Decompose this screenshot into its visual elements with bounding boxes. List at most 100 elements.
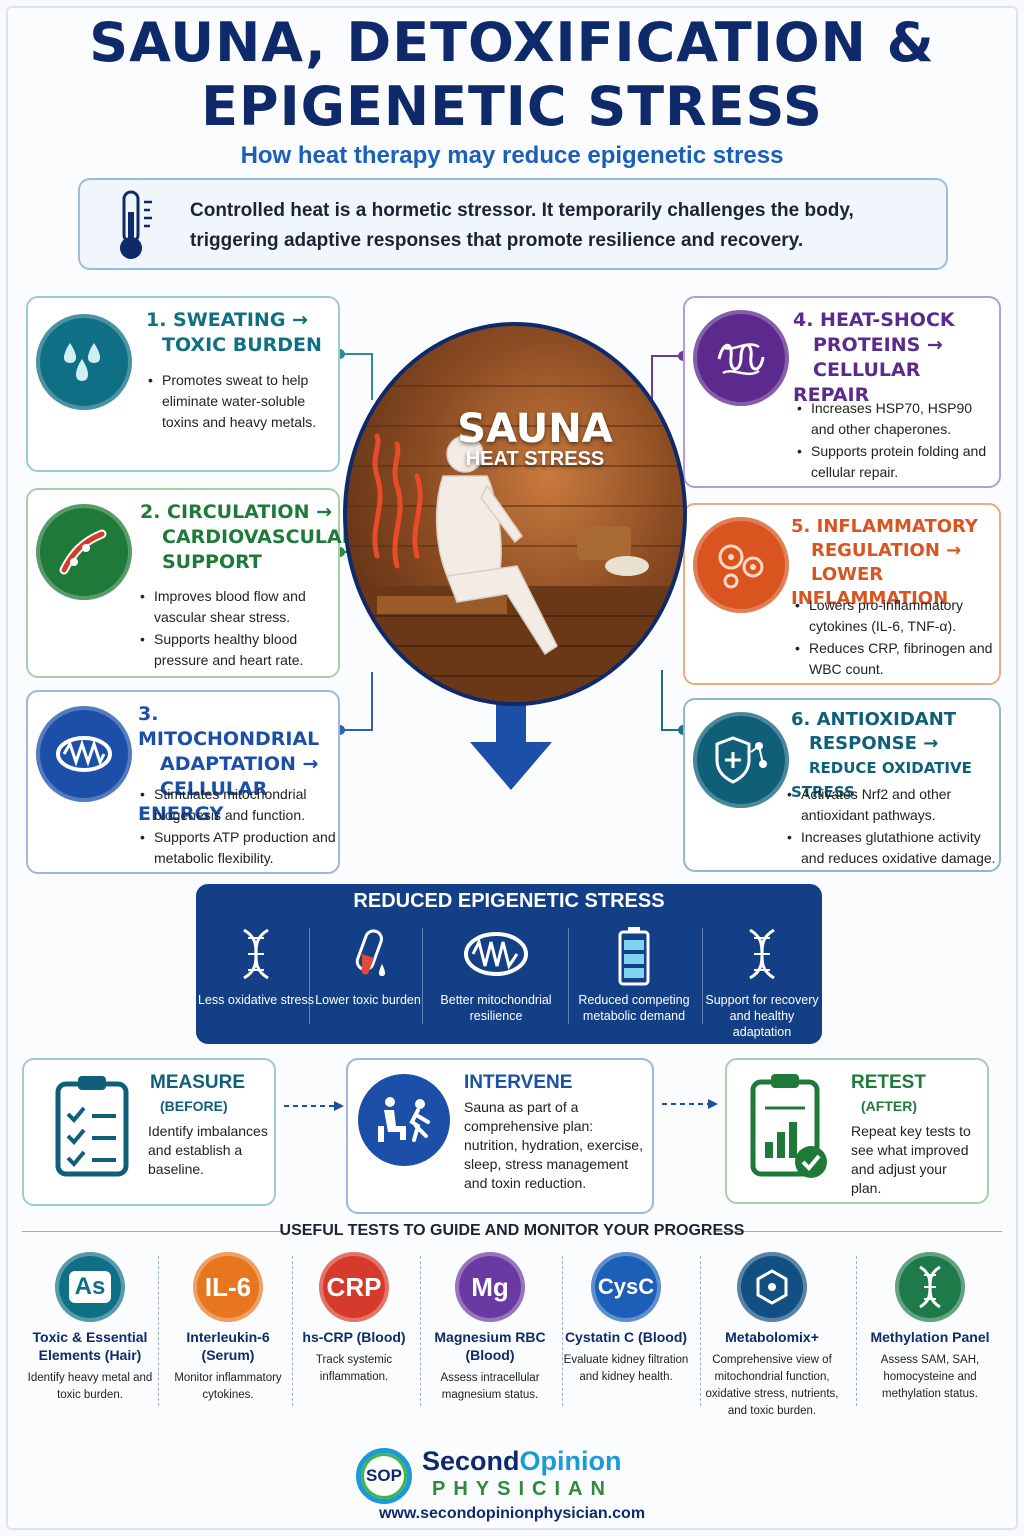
card-title: 2. CIRCULATION →	[140, 501, 333, 523]
test-name: Interleukin-6 (Serum)	[186, 1329, 270, 1363]
test-desc: Identify heavy metal and toxic burden.	[27, 1372, 153, 1401]
dna-icon	[749, 928, 775, 980]
divider	[700, 1256, 701, 1406]
card-bullet: Activates Nrf2 and other antioxidant pat…	[787, 784, 1001, 826]
reduced-item-label: Less oxidative stress	[197, 993, 315, 1007]
divider	[562, 1256, 563, 1406]
test-name: Methylation Panel	[870, 1329, 990, 1345]
card-title: REGULATION →	[811, 540, 962, 561]
divider	[292, 1256, 293, 1406]
divider	[568, 928, 569, 1024]
card-bullet: Increases glutathione activity and reduc…	[787, 827, 1001, 869]
blood-vessel-icon	[36, 504, 132, 600]
reduced-item: Reduced competing metabolic demand	[574, 924, 694, 1036]
page-subtitle: How heat therapy may reduce epigenetic s…	[240, 142, 784, 169]
step-text: Sauna as part of a comprehensive plan: n…	[464, 1099, 643, 1191]
card-title: 5. INFLAMMATORY	[791, 516, 978, 537]
sop-logo-icon: SOP	[356, 1448, 412, 1504]
protein-icon	[693, 310, 789, 406]
card-bullet: Stimulates mitochondrial biogenesis and …	[140, 784, 336, 826]
mitochondria-icon	[36, 706, 132, 802]
test-name: Magnesium RBC (Blood)	[434, 1329, 546, 1363]
test-item: Methylation Panel Assess SAM, SAH, homoc…	[864, 1252, 996, 1403]
step-intervene: INTERVENE Sauna as part of a comprehensi…	[346, 1058, 654, 1214]
intro-text: Controlled heat is a hormetic stressor. …	[190, 200, 854, 251]
card-title: PROTEINS →	[813, 334, 943, 356]
card-title: 3. MITOCHONDRIAL	[138, 703, 320, 750]
step-title: MEASURE	[150, 1072, 246, 1093]
reduced-item-label: Lower toxic burden	[315, 993, 421, 1007]
page-title-line1: SAUNA, DETOXIFICATION &	[89, 11, 935, 74]
magnesium-badge-icon: Mg	[455, 1252, 525, 1322]
test-item: IL-6 Interleukin-6 (Serum) Monitor infla…	[162, 1252, 294, 1404]
sauna-exercise-icon	[358, 1074, 450, 1166]
test-badge: As	[68, 1271, 112, 1303]
test-name: Toxic & Essential Elements (Hair)	[32, 1329, 148, 1363]
reduced-item: Less oxidative stress	[196, 924, 316, 1036]
sauna-illustration: SAUNA HEAT STRESS	[343, 322, 687, 706]
crp-badge-icon: CRP	[319, 1252, 389, 1322]
intro-box: Controlled heat is a hormetic stressor. …	[78, 178, 948, 270]
clipboard-chart-icon	[750, 1074, 827, 1178]
website-link[interactable]: www.secondopinionphysician.com	[378, 1505, 646, 1522]
reduced-item: Better mitochondrial resilience	[436, 924, 556, 1036]
test-badge: Mg	[471, 1271, 509, 1302]
card-title: 4. HEAT-SHOCK	[793, 309, 955, 331]
test-item: CysC Cystatin C (Blood) Evaluate kidney …	[560, 1252, 692, 1386]
divider	[716, 1231, 1002, 1232]
test-item: CRP hs-CRP (Blood) Track systemic inflam…	[288, 1252, 420, 1386]
reduced-item-label: Support for recovery and healthy adaptat…	[705, 993, 819, 1039]
test-badge: IL-6	[204, 1271, 252, 1302]
test-tube-icon	[355, 929, 385, 976]
test-name: hs-CRP (Blood)	[302, 1329, 406, 1345]
card-bullet: Reduces CRP, fibrinogen and WBC count.	[795, 638, 995, 680]
divider	[420, 1256, 421, 1406]
test-desc: Comprehensive view of mitochondrial func…	[705, 1354, 839, 1417]
sauna-scene	[347, 385, 683, 702]
antioxidant-shield-icon	[693, 712, 789, 808]
card-bullet: Improves blood flow and vascular shear s…	[140, 586, 336, 628]
card-bullet: Supports protein folding and cellular re…	[797, 441, 993, 483]
test-desc: Evaluate kidney filtration and kidney he…	[563, 1354, 689, 1383]
water-drops-icon	[36, 314, 132, 410]
card-title: ADAPTATION →	[160, 753, 319, 775]
brand-subname: PHYSICIAN	[432, 1478, 613, 1500]
step-title: INTERVENE	[464, 1072, 573, 1093]
card-bullet: Supports ATP production and metabolic fl…	[140, 827, 336, 869]
reduced-item-label: Better mitochondrial resilience	[440, 993, 552, 1023]
test-badge: CRP	[326, 1271, 382, 1302]
test-item: As Toxic & Essential Elements (Hair) Ide…	[24, 1252, 156, 1404]
step-retest: RETEST (AFTER) Repeat key tests to see w…	[725, 1058, 989, 1204]
step-text: Identify imbalances and establish a base…	[148, 1123, 268, 1177]
sauna-title: SAUNA	[457, 406, 613, 452]
reduced-item-label: Reduced competing metabolic demand	[578, 993, 690, 1023]
test-desc: Assess SAM, SAH, homocysteine and methyl…	[880, 1354, 980, 1400]
card-bullet: Supports healthy blood pressure and hear…	[140, 629, 336, 671]
sauna-subtitle: HEAT STRESS	[465, 448, 605, 470]
test-item: Metabolomix+ Comprehensive view of mitoc…	[702, 1252, 842, 1420]
test-desc: Track systemic inflammation.	[315, 1354, 393, 1383]
clipboard-checklist-icon	[55, 1076, 129, 1177]
divider	[22, 1231, 284, 1232]
tests-heading: USEFUL TESTS TO GUIDE AND MONITOR YOUR P…	[279, 1222, 745, 1239]
reduced-item: Support for recovery and healthy adaptat…	[702, 924, 822, 1039]
page-title-line2: EPIGENETIC STRESS	[201, 75, 823, 138]
card-bullet: Lowers pro-inflammatory cytokines (IL-6,…	[795, 595, 995, 637]
test-item: Mg Magnesium RBC (Blood) Assess intracel…	[424, 1252, 556, 1404]
test-name: Metabolomix+	[725, 1329, 819, 1345]
step-title: RETEST	[851, 1072, 926, 1093]
reduced-epigenetic-stress-panel: REDUCED EPIGENETIC STRESS Less oxidative…	[196, 884, 822, 1044]
il6-badge-icon: IL-6	[193, 1252, 263, 1322]
dna-icon	[243, 928, 269, 980]
arsenic-badge-icon: As	[55, 1252, 125, 1322]
battery-icon	[618, 927, 650, 986]
divider	[422, 928, 423, 1024]
test-desc: Monitor inflammatory cytokines.	[174, 1372, 282, 1401]
divider	[856, 1256, 857, 1406]
test-name: Cystatin C (Blood)	[564, 1329, 688, 1345]
divider	[702, 928, 703, 1024]
